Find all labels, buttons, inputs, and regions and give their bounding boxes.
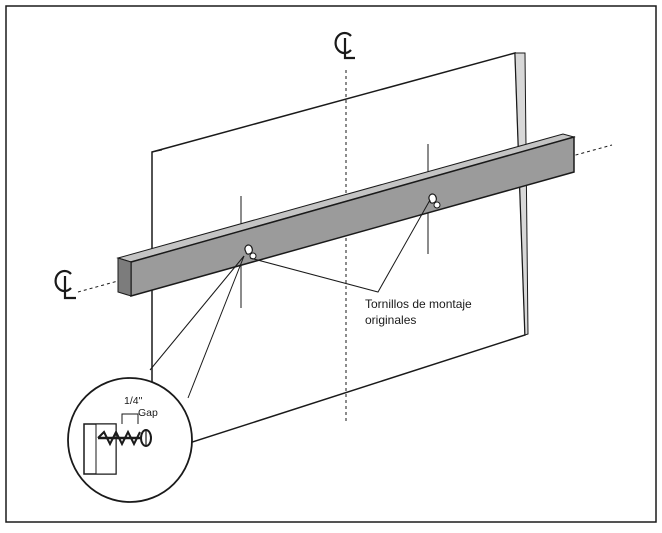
detail-magnifier: 1/4" Gap bbox=[67, 377, 193, 503]
panel-side-edge bbox=[514, 52, 529, 336]
rail-end-face bbox=[117, 257, 132, 297]
detail-wall-section bbox=[95, 423, 117, 475]
detail-screw-icon bbox=[97, 429, 152, 447]
wall-panel bbox=[151, 52, 529, 457]
zoom-line-lower bbox=[149, 255, 245, 371]
border-frame bbox=[5, 5, 657, 523]
callout-text-line2: originales bbox=[365, 313, 416, 327]
zoom-line-upper bbox=[187, 255, 245, 399]
gap-bracket bbox=[121, 413, 139, 424]
mounting-rail bbox=[116, 133, 576, 297]
gap-value-label: 1/4" bbox=[124, 395, 143, 407]
gap-word-label: Gap bbox=[138, 407, 158, 419]
screw-right bbox=[428, 193, 441, 209]
centerline-symbol-horizontal bbox=[54, 269, 76, 300]
centerline-symbol-vertical bbox=[334, 31, 355, 60]
panel-top-edge bbox=[151, 149, 163, 153]
screw-left bbox=[244, 244, 257, 260]
callout-text-line1: Tornillos de montaje bbox=[365, 297, 472, 311]
leader-line-screws bbox=[249, 199, 431, 293]
